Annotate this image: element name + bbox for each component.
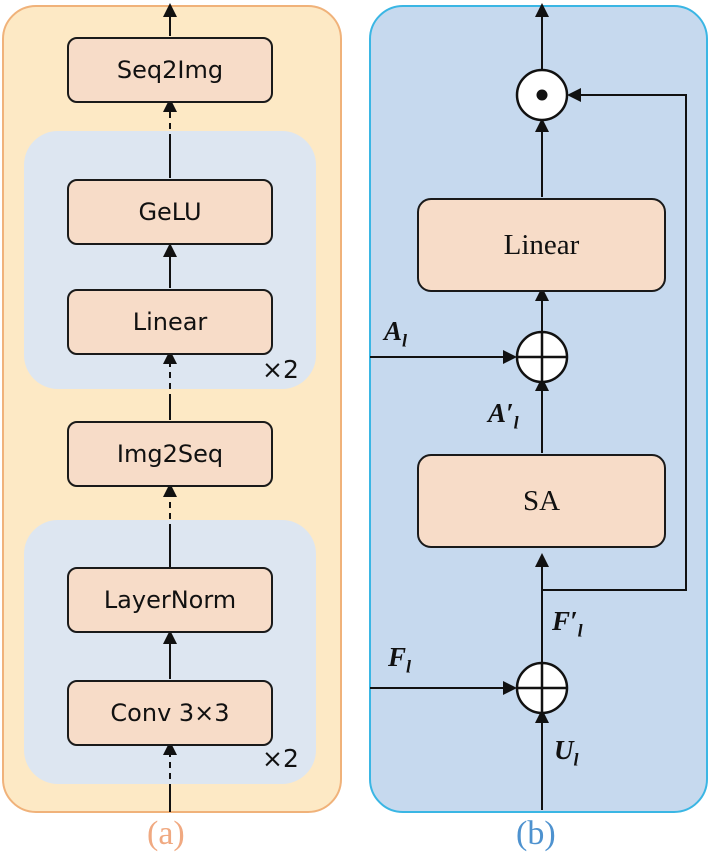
sa-block: SA (417, 454, 666, 548)
caption-a: (a) (147, 815, 185, 852)
sa-label: SA (522, 484, 561, 517)
a-prime-l-label: A′l (488, 398, 519, 433)
a-l-label: Al (384, 316, 408, 351)
layernorm-block: LayerNorm (67, 567, 273, 633)
linear-block-a: Linear (67, 289, 273, 355)
linear-label-a: Linear (132, 308, 208, 336)
img2seq-block: Img2Seq (67, 421, 273, 487)
f-prime-l-label: F′l (552, 606, 583, 641)
layernorm-label: LayerNorm (103, 586, 237, 614)
add-operator-bottom (515, 661, 569, 715)
u-l-label: Ul (554, 735, 579, 770)
linear-block-b: Linear (417, 198, 666, 292)
caption-b: (b) (516, 815, 556, 852)
add-operator-middle (515, 330, 569, 384)
repeat-count-lower: ×2 (262, 744, 299, 773)
linear-label-b: Linear (503, 228, 580, 261)
conv-label: Conv 3×3 (110, 699, 230, 727)
seq2img-block: Seq2Img (67, 37, 273, 103)
conv-block: Conv 3×3 (67, 680, 273, 746)
multiply-operator (515, 68, 569, 122)
img2seq-label: Img2Seq (116, 440, 224, 468)
f-l-label: Fl (388, 642, 412, 677)
seq2img-label: Seq2Img (116, 56, 224, 84)
repeat-count-upper: ×2 (262, 355, 299, 384)
gelu-block: GeLU (67, 179, 273, 245)
gelu-label: GeLU (138, 198, 202, 226)
